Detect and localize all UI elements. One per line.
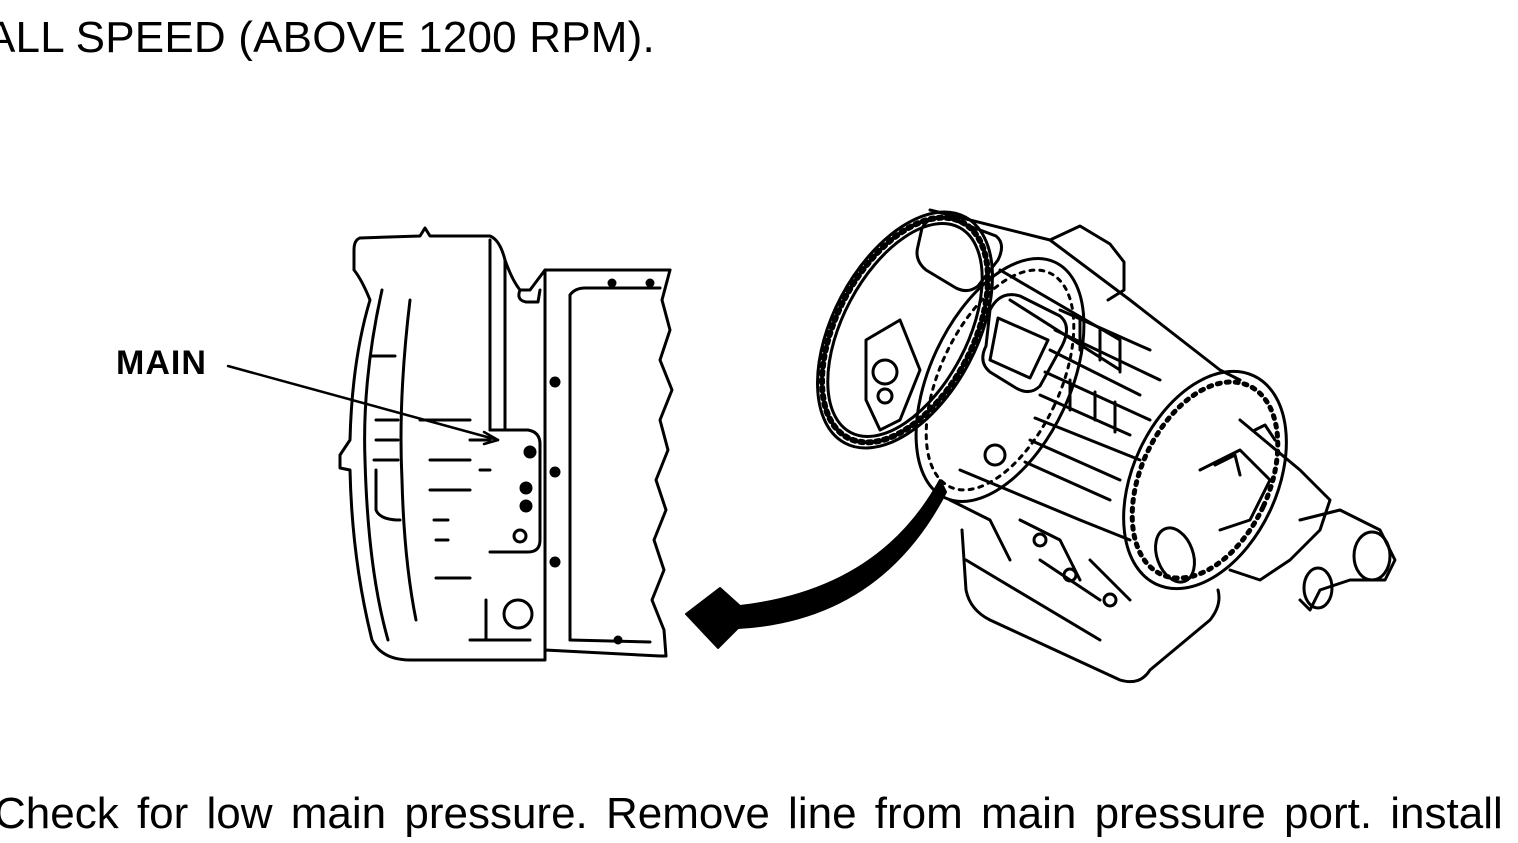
transmission-assembly-view <box>816 208 1397 684</box>
procedure-step-heading: ALL SPEED (ABOVE 1200 RPM). <box>0 13 655 62</box>
main-port-callout-label: MAIN <box>116 344 207 382</box>
main-callout-leader <box>226 364 500 442</box>
view-reference-arrow <box>685 479 947 649</box>
housing-closeup-view <box>338 226 674 662</box>
procedure-step-text: Check for low main pressure. Remove line… <box>0 789 1503 838</box>
